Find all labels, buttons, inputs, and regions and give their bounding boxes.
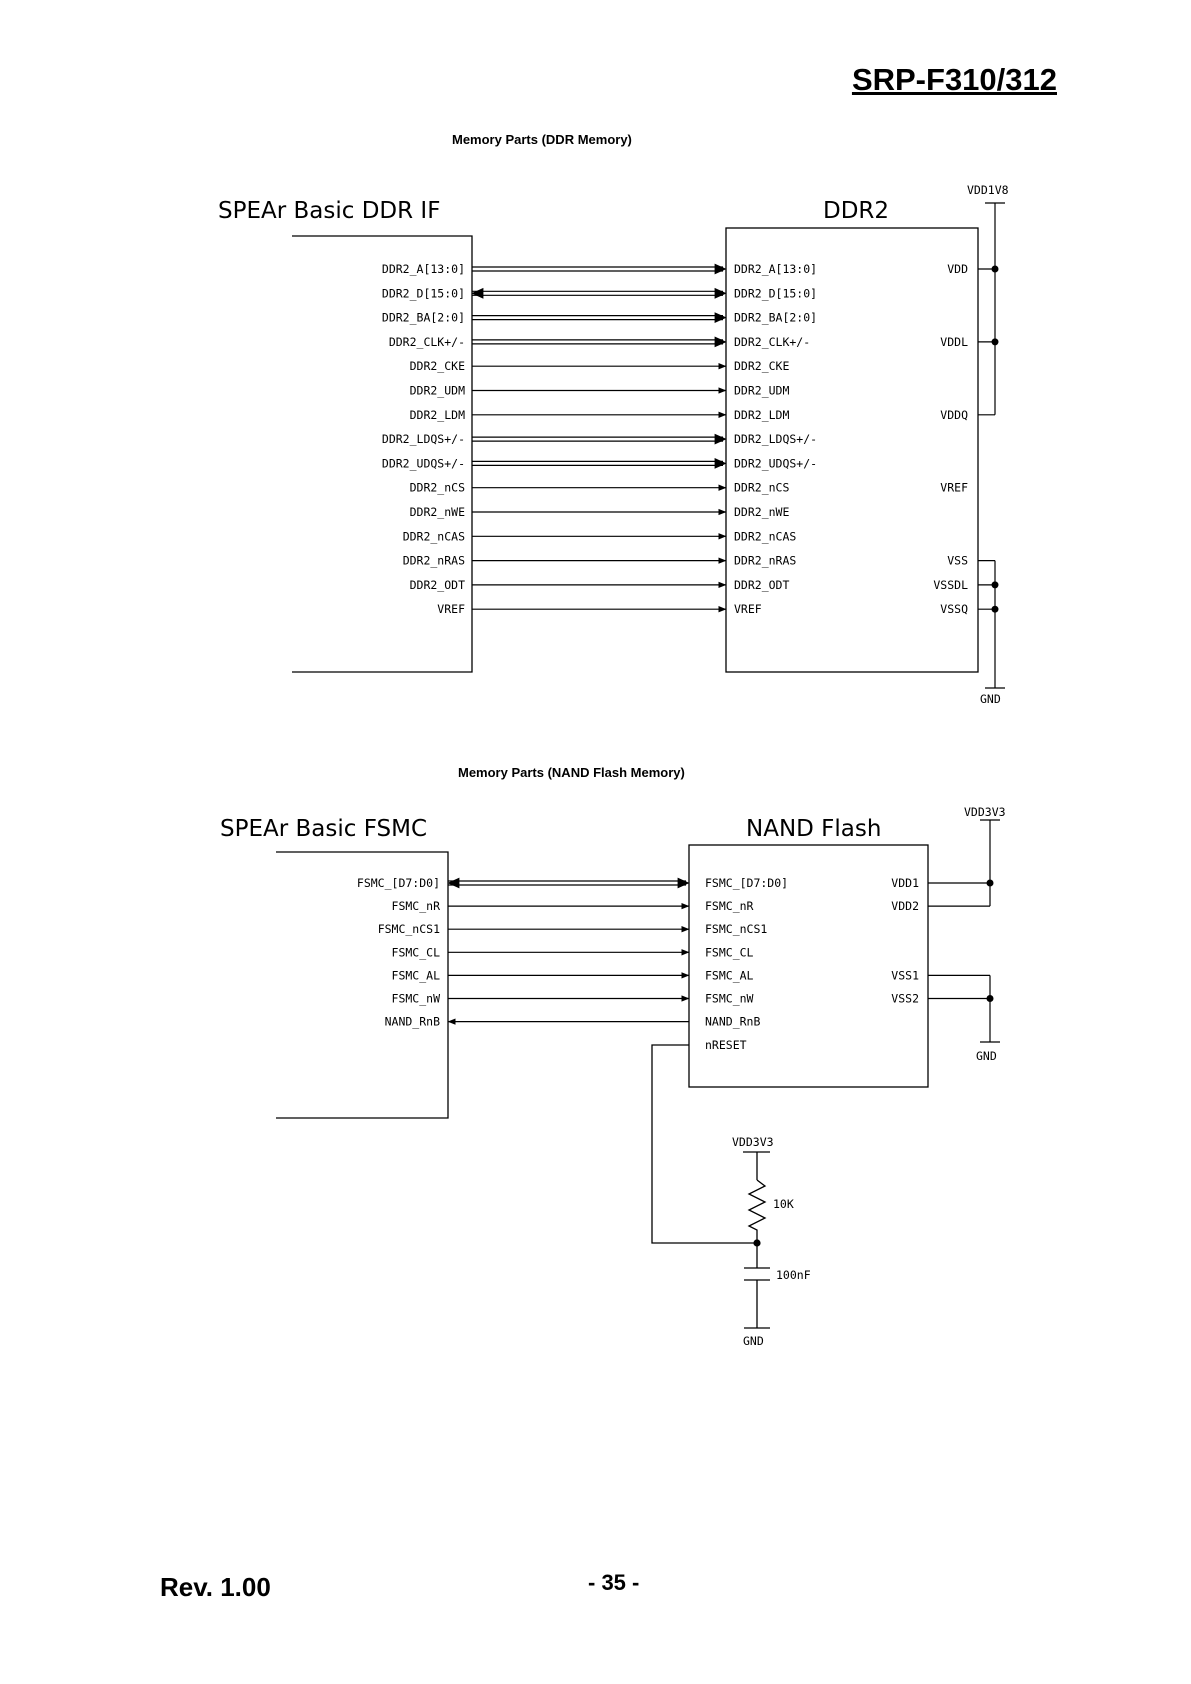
junction-dot <box>986 995 994 1002</box>
power-pin-label: VSSQ <box>940 602 968 616</box>
signal-label-right: FSMC_CL <box>705 945 754 959</box>
power-pin-label: VDDL <box>940 335 968 349</box>
signal-label-right: DDR2_ODT <box>734 578 789 592</box>
signal-label-left: DDR2_CKE <box>410 359 465 373</box>
junction-dot <box>991 581 999 589</box>
signal-label-left: FSMC_nCS1 <box>378 922 440 936</box>
junction-dot <box>991 338 999 346</box>
signal-label-left: DDR2_LDQS+/- <box>382 432 465 446</box>
junction-dot <box>986 879 994 887</box>
signal-label-left: FSMC_nW <box>392 992 441 1006</box>
signal-label-left: DDR2_nCAS <box>403 529 465 543</box>
ddr-ground-label: GND <box>980 692 1001 706</box>
ddr-power-net: VDD VDDL VDDQ VREF VSS VSSDL VSSQ <box>933 202 1005 689</box>
signal-label-right: DDR2_D[15:0] <box>734 286 817 300</box>
signal-label-right: FSMC_nR <box>705 899 754 913</box>
reset-capacitor-symbol <box>744 1243 770 1328</box>
power-pin-label: VREF <box>940 481 968 495</box>
signal-label-left: FSMC_CL <box>392 945 441 959</box>
document-model-header: SRP-F310/312 <box>851 62 1057 97</box>
signal-label-right: DDR2_nWE <box>734 505 789 519</box>
reset-supply-symbol <box>743 1151 770 1180</box>
nand-ground-label: GND <box>976 1049 997 1063</box>
signal-label-right: DDR2_nRAS <box>734 554 796 568</box>
ddr-controller-block <box>292 235 473 673</box>
reset-wire <box>651 1044 757 1244</box>
signal-label-left: DDR2_ODT <box>410 578 465 592</box>
junction-dot <box>991 605 999 613</box>
signal-label-right: DDR2_CKE <box>734 359 789 373</box>
nand-reset-pin-label: nRESET <box>705 1038 747 1052</box>
ddr2-chip-block <box>725 227 979 673</box>
nand-section: Memory Parts (NAND Flash Memory) SPEAr B… <box>220 765 1006 1348</box>
signal-label-right: FSMC_[D7:D0] <box>705 876 788 890</box>
nand-left-title: SPEAr Basic FSMC <box>220 816 427 842</box>
nand-flash-chip-block <box>688 844 929 1088</box>
power-pin-label: VSSDL <box>933 578 968 592</box>
signal-label-right: DDR2_nCAS <box>734 529 796 543</box>
capacitor-value-label: 100nF <box>776 1268 811 1282</box>
reset-supply-label: VDD3V3 <box>732 1135 774 1149</box>
ddr-supply-label: VDD1V8 <box>967 183 1009 197</box>
fsmc-controller-block <box>276 851 449 1119</box>
resistor-value-label: 10K <box>773 1197 794 1211</box>
signal-label-left: NAND_RnB <box>385 1015 440 1029</box>
signal-label-left: DDR2_nRAS <box>403 554 465 568</box>
power-pin-label: VSS <box>947 554 968 568</box>
signal-label-right: VREF <box>734 602 762 616</box>
footer-page-number: - 35 - <box>588 1570 640 1595</box>
signal-label-right: DDR2_LDQS+/- <box>734 432 817 446</box>
signal-label-right: DDR2_A[13:0] <box>734 262 817 276</box>
signal-label-left: DDR2_D[15:0] <box>382 286 465 300</box>
power-pin-label: VDD <box>947 262 968 276</box>
ddr-caption: Memory Parts (DDR Memory) <box>452 132 632 147</box>
signal-label-left: DDR2_UDM <box>410 384 465 398</box>
nand-right-title: NAND Flash <box>746 816 881 842</box>
signal-label-right: FSMC_nW <box>705 992 754 1006</box>
signal-label-right: FSMC_AL <box>705 968 754 982</box>
ddr-right-title: DDR2 <box>823 198 889 224</box>
ddr-signal-rows: DDR2_A[13:0] DDR2_A[13:0] DDR2_D[15:0] DDR2… <box>382 262 817 616</box>
ddr-left-title: SPEAr Basic DDR IF <box>218 198 440 224</box>
junction-dot <box>991 265 999 273</box>
power-pin-label: VSS2 <box>891 992 919 1006</box>
signal-label-right: NAND_RnB <box>705 1015 760 1029</box>
signal-label-left: FSMC_nR <box>392 899 441 913</box>
signal-label-left: DDR2_CLK+/- <box>389 335 465 349</box>
nand-supply-label: VDD3V3 <box>964 805 1006 819</box>
signal-label-left: FSMC_[D7:D0] <box>357 876 440 890</box>
signal-label-right: FSMC_nCS1 <box>705 922 767 936</box>
nand-caption: Memory Parts (NAND Flash Memory) <box>458 765 685 780</box>
signal-label-right: DDR2_BA[2:0] <box>734 311 817 325</box>
signal-label-right: DDR2_nCS <box>734 481 789 495</box>
power-pin-label: VDD2 <box>891 899 919 913</box>
signal-label-left: DDR2_nCS <box>410 481 465 495</box>
signal-label-right: DDR2_CLK+/- <box>734 335 810 349</box>
pullup-resistor-symbol <box>747 1179 767 1243</box>
signal-label-right: DDR2_UDQS+/- <box>734 456 817 470</box>
footer-revision: Rev. 1.00 <box>160 1572 271 1602</box>
ddr-section: Memory Parts (DDR Memory) SPEAr Basic DD… <box>218 132 1009 706</box>
power-pin-label: VDDQ <box>940 408 968 422</box>
power-pin-label: VSS1 <box>891 968 919 982</box>
power-pin-label: VDD1 <box>891 876 919 890</box>
signal-label-right: DDR2_LDM <box>734 408 789 422</box>
signal-label-left: DDR2_BA[2:0] <box>382 311 465 325</box>
signal-label-left: DDR2_LDM <box>410 408 465 422</box>
nand-signal-rows: FSMC_[D7:D0] FSMC_[D7:D0] FSMC_nR FSMC_nR FS… <box>357 876 788 1029</box>
reset-ground-label: GND <box>743 1334 764 1348</box>
signal-label-left: DDR2_A[13:0] <box>382 262 465 276</box>
signal-label-right: DDR2_UDM <box>734 384 789 398</box>
signal-label-left: DDR2_UDQS+/- <box>382 456 465 470</box>
signal-label-left: VREF <box>437 602 465 616</box>
signal-label-left: FSMC_AL <box>392 968 441 982</box>
signal-label-left: DDR2_nWE <box>410 505 465 519</box>
